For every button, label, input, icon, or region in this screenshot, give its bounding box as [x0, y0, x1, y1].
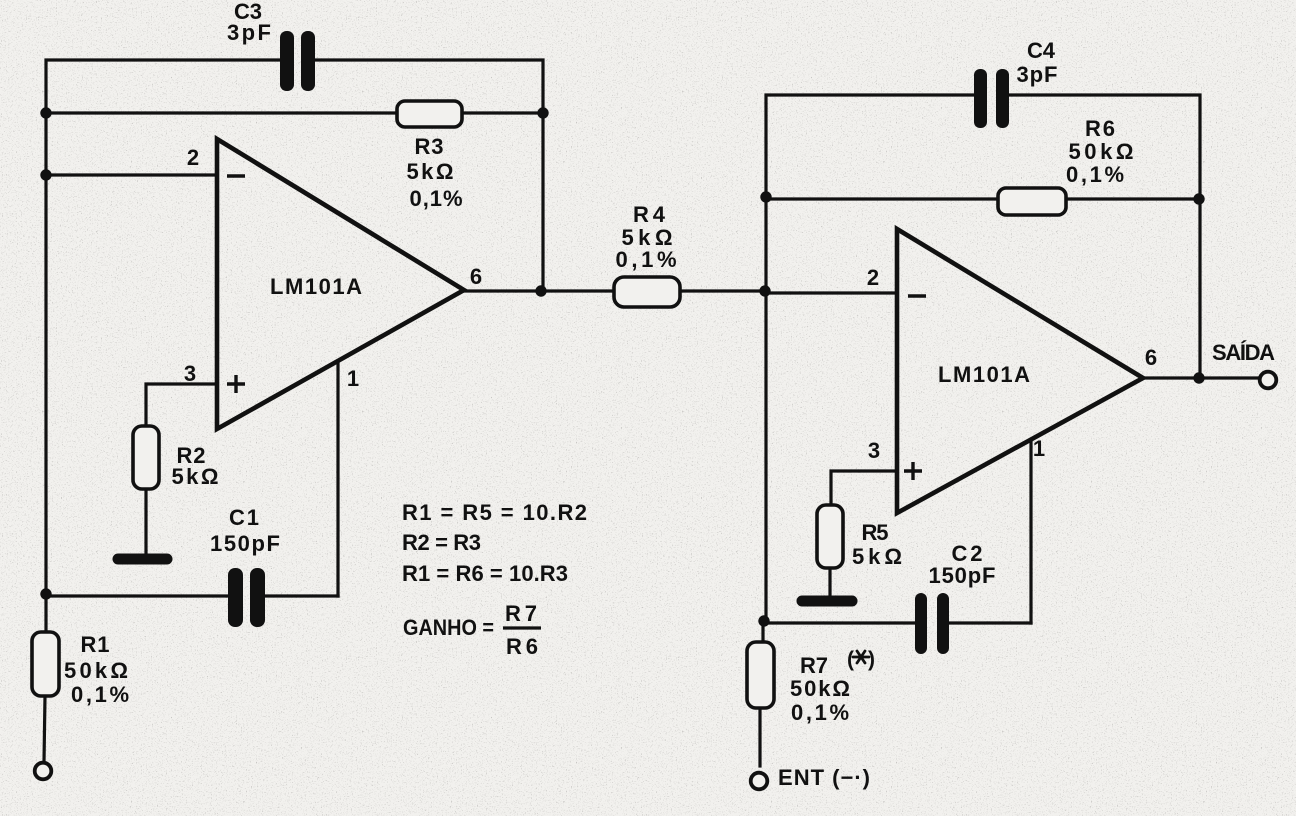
svg-text:6: 6: [1145, 345, 1157, 370]
svg-text:150pF: 150pF: [929, 563, 996, 588]
svg-text:R5: R5: [862, 520, 889, 545]
svg-text:0,1%: 0,1%: [616, 247, 677, 272]
svg-text:50kΩ: 50kΩ: [790, 676, 850, 701]
svg-text:LM101A: LM101A: [270, 274, 362, 299]
svg-text:3: 3: [184, 361, 196, 386]
svg-text:LM101A: LM101A: [938, 362, 1030, 387]
svg-text:R1: R1: [81, 632, 110, 657]
svg-text:SAÍDA: SAÍDA: [1212, 340, 1275, 365]
svg-text:1: 1: [1033, 436, 1045, 461]
svg-text:2: 2: [187, 145, 199, 170]
svg-text:(: (: [847, 648, 854, 671]
svg-text:R1 = R6 = 10.R3: R1 = R6 = 10.R3: [402, 561, 568, 586]
svg-text:50kΩ: 50kΩ: [1069, 139, 1134, 164]
svg-text:R7: R7: [800, 653, 828, 678]
svg-text:C2: C2: [952, 541, 983, 566]
svg-text:R6: R6: [1085, 116, 1115, 141]
svg-text:5kΩ: 5kΩ: [852, 544, 902, 569]
svg-text:5kΩ: 5kΩ: [622, 225, 673, 250]
svg-text:0,1%: 0,1%: [791, 700, 849, 725]
svg-text:6: 6: [470, 264, 482, 289]
svg-text:C1: C1: [229, 505, 259, 530]
svg-text:3pF: 3pF: [227, 20, 271, 45]
svg-text:0,1%: 0,1%: [1066, 162, 1124, 187]
svg-text:ENT (−·): ENT (−·): [778, 765, 870, 790]
svg-text:1: 1: [347, 366, 359, 391]
svg-text:R2 = R3: R2 = R3: [402, 530, 481, 555]
svg-text:150pF: 150pF: [210, 531, 280, 556]
svg-text:5kΩ: 5kΩ: [407, 159, 454, 184]
svg-text:3pF: 3pF: [1017, 62, 1058, 87]
svg-text:0,1%: 0,1%: [71, 682, 129, 707]
svg-text:GANHO =: GANHO =: [403, 615, 494, 640]
svg-text:): ): [868, 648, 875, 671]
svg-text:R3: R3: [415, 134, 444, 159]
svg-text:C3: C3: [234, 0, 262, 24]
svg-text:50kΩ: 50kΩ: [64, 658, 128, 683]
svg-text:R1 = R5 = 10.R2: R1 = R5 = 10.R2: [402, 500, 587, 525]
svg-text:0,1%: 0,1%: [410, 186, 463, 211]
svg-text:3: 3: [868, 438, 880, 463]
svg-text:5kΩ: 5kΩ: [172, 464, 219, 489]
svg-text:R2: R2: [177, 443, 206, 468]
svg-text:2: 2: [867, 265, 879, 290]
svg-text:C4: C4: [1027, 38, 1056, 63]
